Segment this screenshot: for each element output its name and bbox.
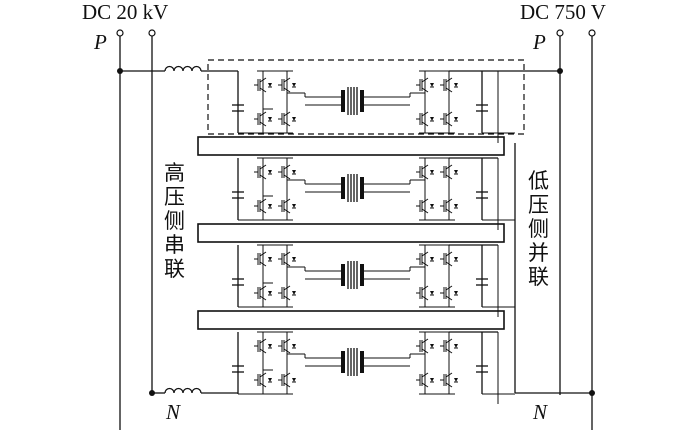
hv-n-label: N xyxy=(165,400,181,424)
lv-n-label: N xyxy=(532,400,548,424)
lv-parallel-label: 低 压 侧 并 联 xyxy=(528,169,549,289)
svg-text:侧: 侧 xyxy=(528,217,549,241)
hv-p-terminal xyxy=(116,29,124,37)
hv-series-label: 高 压 侧 串 联 xyxy=(164,161,185,281)
svg-text:联: 联 xyxy=(528,265,549,289)
svg-text:串: 串 xyxy=(164,233,185,257)
module-2 xyxy=(232,157,515,230)
bottom-inductor xyxy=(164,387,202,394)
lv-p-terminal xyxy=(556,29,564,37)
top-inductor xyxy=(164,65,202,72)
series-link-1-2 xyxy=(197,136,505,156)
hv-n-terminal xyxy=(148,29,156,37)
svg-text:低: 低 xyxy=(528,169,549,193)
module-1 xyxy=(232,70,515,143)
svg-text:侧: 侧 xyxy=(164,209,185,233)
svg-text:高: 高 xyxy=(164,161,185,185)
hv-title: DC 20 kV xyxy=(82,0,168,24)
lv-n-terminal xyxy=(588,29,596,37)
svg-text:联: 联 xyxy=(164,257,185,281)
hv-p-label: P xyxy=(93,30,107,54)
lv-title: DC 750 V xyxy=(520,0,606,24)
svg-text:压: 压 xyxy=(164,185,185,209)
svg-text:并: 并 xyxy=(528,241,549,265)
lv-p-label: P xyxy=(532,30,546,54)
module-3 xyxy=(232,244,515,317)
dab-modules xyxy=(232,70,515,404)
svg-text:压: 压 xyxy=(528,193,549,217)
module-4 xyxy=(232,331,515,404)
series-link-3-4 xyxy=(197,310,505,330)
module-highlight-box xyxy=(207,59,525,135)
series-link-2-3 xyxy=(197,223,505,243)
